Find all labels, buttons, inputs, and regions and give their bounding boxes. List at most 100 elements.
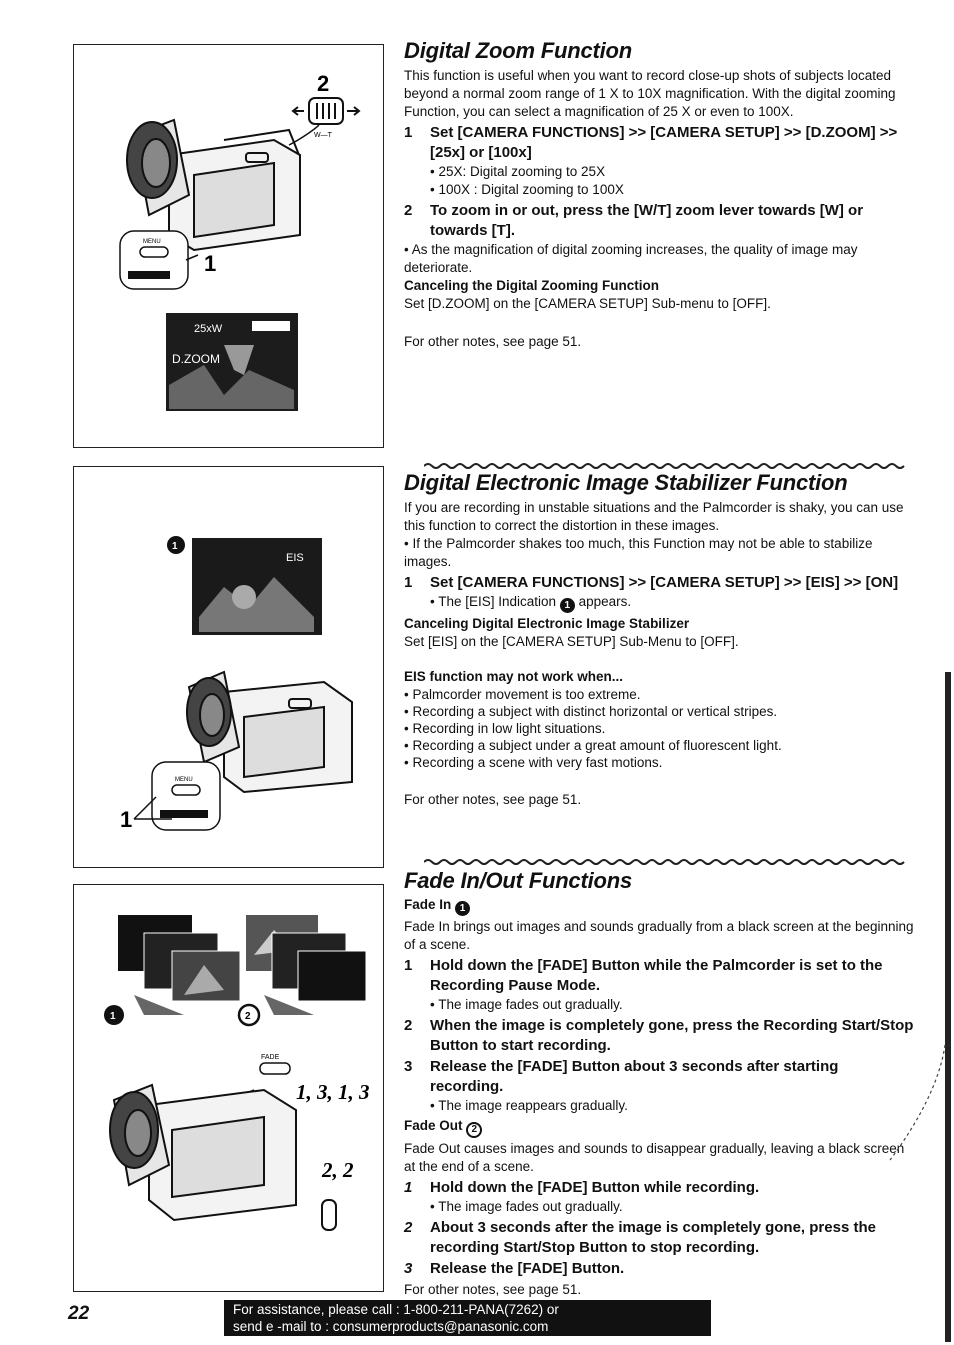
eis-indicator-marker-icon: 1: [559, 598, 575, 613]
footer-phone-line: For assistance, please call : 1-800-211-…: [233, 1302, 559, 1317]
fade-figure-panel: 1 2 FADE 1, 3, 1, 3 2, 2: [73, 884, 384, 1292]
step-number: 1: [404, 957, 413, 974]
step-number: 3: [404, 1260, 413, 1277]
fade-in-step-labels: 1, 3, 1, 3: [296, 1080, 370, 1104]
list-item: • Recording a subject with distinct hori…: [404, 704, 778, 719]
zoom-step1-bullet-100x: • 100X : Digital zooming to 100X: [430, 182, 624, 197]
fade-in-arrow-icon: [134, 995, 184, 1015]
zoom-other-notes: For other notes, see page 51.: [404, 334, 582, 349]
fade-out-arrow-icon: [264, 995, 314, 1015]
section-divider-wave: [424, 859, 905, 865]
zoom-intro: This function is useful when you want to…: [404, 68, 896, 119]
fade-in-marker-icon: 1: [455, 901, 471, 916]
fade-button-label: FADE: [261, 1054, 280, 1061]
fade-out-step-1: 1 Hold down the [FADE] Button while reco…: [404, 1178, 914, 1198]
fade-title: Fade In/Out Functions: [404, 868, 633, 893]
step-number: 2: [404, 1219, 413, 1236]
step-text: When the image is completely gone, press…: [430, 1017, 914, 1054]
menu-button-callout: [133, 761, 221, 831]
page-edge-mark: [945, 672, 951, 1342]
fade-illustration: 1 2 FADE 1, 3, 1, 3 2, 2: [104, 915, 370, 1231]
scan-dashed-line: [889, 1044, 946, 1161]
fade-in-step-2: 2 When the image is completely gone, pre…: [404, 1016, 914, 1056]
page-number: 22: [68, 1303, 90, 1324]
step-number: 2: [404, 202, 413, 219]
eis-other-notes: For other notes, see page 51.: [404, 792, 582, 807]
eis-illustration: 1 EIS MENU 1: [120, 536, 353, 832]
step-text: To zoom in or out, press the [W/T] zoom …: [430, 202, 864, 239]
zoom-title: Digital Zoom Function: [404, 38, 632, 63]
zoom-step-label-2: 2: [317, 71, 329, 96]
menu-button-callout: [119, 230, 199, 290]
zoom-screen-photo: [166, 313, 298, 411]
step-text: Hold down the [FADE] Button while record…: [430, 1179, 760, 1196]
fade-in-text: Fade In brings out images and sounds gra…: [404, 919, 914, 952]
zoom-step-1: 1 Set [CAMERA FUNCTIONS] >> [CAMERA SETU…: [404, 123, 914, 163]
fade-in-heading: Fade In 1: [404, 896, 914, 916]
list-item: • Palmcorder movement is too extreme.: [404, 687, 641, 702]
zoom-figure-panel: 2 W—T MENU 1 25xW D.ZOOM: [73, 44, 384, 448]
fade-other-notes: For other notes, see page 51.: [404, 1282, 582, 1297]
eis-screen-photo: [192, 538, 322, 635]
zoom-step1-bullet-25x: • 25X: Digital zooming to 25X: [430, 164, 606, 179]
eis-cancel-heading: Canceling Digital Electronic Image Stabi…: [404, 616, 690, 631]
bullet-text-b: appears.: [578, 594, 632, 609]
fade-out-marker-icon: [237, 1003, 261, 1027]
fade-out-step-2: 2 About 3 seconds after the image is com…: [404, 1218, 914, 1258]
step-text: Set [CAMERA FUNCTIONS] >> [CAMERA SETUP]…: [430, 574, 899, 591]
step-number: 1: [404, 1179, 413, 1196]
eis-section: Digital Electronic Image Stabilizer Func…: [404, 470, 914, 809]
menu-label: MENU: [143, 239, 161, 245]
eis-step-1: 1 Set [CAMERA FUNCTIONS] >> [CAMERA SETU…: [404, 573, 914, 593]
camcorder-drawing: [186, 670, 353, 794]
fade-in-step3-bullet: • The image reappears gradually.: [430, 1098, 628, 1113]
fade-in-step-1: 1 Hold down the [FADE] Button while the …: [404, 956, 914, 996]
fade-out-text: Fade Out causes images and sounds to dis…: [404, 1141, 905, 1174]
step-text: Set [CAMERA FUNCTIONS] >> [CAMERA SETUP]…: [430, 124, 898, 161]
screen-dzoom-label: D.ZOOM: [172, 352, 220, 366]
footer-email-line[interactable]: send e -mail to : consumerproducts@panas…: [233, 1319, 549, 1334]
eis-warning-heading: EIS function may not work when...: [404, 669, 624, 684]
fade-out-step-labels: 2, 2: [321, 1158, 354, 1182]
eis-note: • If the Palmcorder shakes too much, thi…: [404, 536, 873, 569]
zoom-cancel-heading: Canceling the Digital Zooming Function: [404, 278, 659, 293]
camcorder-drawing: [109, 1083, 337, 1231]
section-divider-wave: [424, 463, 905, 469]
menu-label: MENU: [175, 777, 193, 783]
eis-step1-bullet: • The [EIS] Indication 1 appears.: [404, 593, 914, 613]
camcorder-drawing: [126, 118, 301, 252]
step-number: 1: [404, 574, 413, 591]
fade-out-frames: [246, 915, 367, 1002]
screen-eis-label: EIS: [286, 552, 304, 564]
lever-label: W—T: [314, 132, 333, 139]
fade-in-frames: [118, 915, 241, 1002]
eis-step-label-1: 1: [120, 807, 132, 832]
fade-marker-1: 1: [110, 1011, 116, 1022]
eis-warning-list: • Palmcorder movement is too extreme. • …: [404, 686, 914, 771]
fade-section: Fade In/Out Functions Fade In 1 Fade In …: [404, 868, 914, 1299]
fade-marker-2: 2: [245, 1011, 251, 1022]
eis-title: Digital Electronic Image Stabilizer Func…: [404, 470, 848, 495]
fade-in-marker-icon: [104, 1005, 124, 1025]
zoom-section: Digital Zoom Function This function is u…: [404, 38, 914, 351]
zoom-cancel-text: Set [D.ZOOM] on the [CAMERA SETUP] Sub-m…: [404, 296, 771, 311]
eis-marker-1: 1: [172, 541, 178, 552]
screen-zoom-readout: 25xW: [194, 323, 223, 335]
fade-out-step-3: 3 Release the [FADE] Button.: [404, 1259, 914, 1279]
zoom-lever-icon: [288, 97, 361, 146]
fade-in-step-3: 3 Release the [FADE] Button about 3 seco…: [404, 1057, 914, 1097]
eis-marker-1-icon: [167, 536, 185, 554]
eis-intro: If you are recording in unstable situati…: [404, 500, 904, 533]
step-text: Hold down the [FADE] Button while the Pa…: [430, 957, 883, 994]
eis-cancel-text: Set [EIS] on the [CAMERA SETUP] Sub-Menu…: [404, 634, 739, 649]
fade-in-heading-text: Fade In: [404, 897, 452, 912]
step-number: 2: [404, 1017, 413, 1034]
zoom-step-2: 2 To zoom in or out, press the [W/T] zoo…: [404, 201, 914, 241]
step-text: About 3 seconds after the image is compl…: [430, 1219, 876, 1256]
fade-in-step1-bullet: • The image fades out gradually.: [430, 997, 623, 1012]
step-text: Release the [FADE] Button.: [430, 1260, 625, 1277]
zoom-step-label-1: 1: [204, 251, 216, 276]
bullet-text-a: • The [EIS] Indication: [430, 594, 557, 609]
fade-out-heading-text: Fade Out: [404, 1118, 463, 1133]
step-number: 3: [404, 1058, 413, 1075]
